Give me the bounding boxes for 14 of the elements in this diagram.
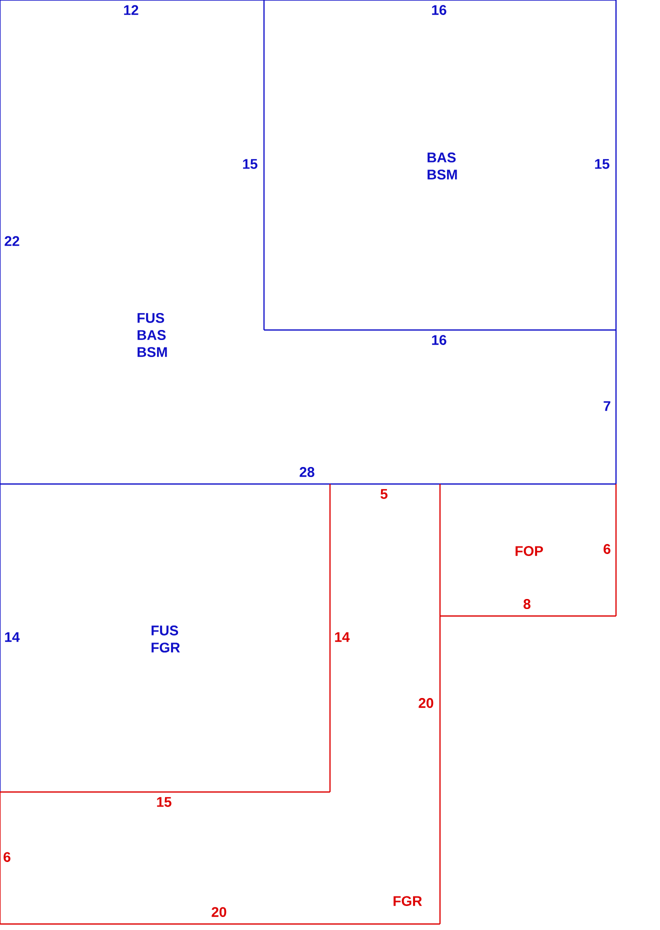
dimension-label: 6 [4, 852, 10, 862]
dimension-label: 22 [4, 236, 20, 246]
dimension-label: 5 [380, 489, 388, 499]
dimension-label: 7 [604, 401, 610, 411]
dimension-label: 12 [124, 5, 138, 15]
dimension-label: 16 [432, 5, 446, 15]
dimension-label: 8 [524, 599, 530, 609]
dimension-label: 14 [5, 632, 20, 642]
dimension-label: 6 [604, 544, 610, 554]
dimension-label: 14 [335, 632, 350, 642]
dimension-label: 20 [212, 907, 226, 917]
dimension-label: 20 [418, 698, 434, 708]
dimension-label: 15 [595, 159, 610, 169]
dimension-label: 15 [157, 797, 172, 807]
